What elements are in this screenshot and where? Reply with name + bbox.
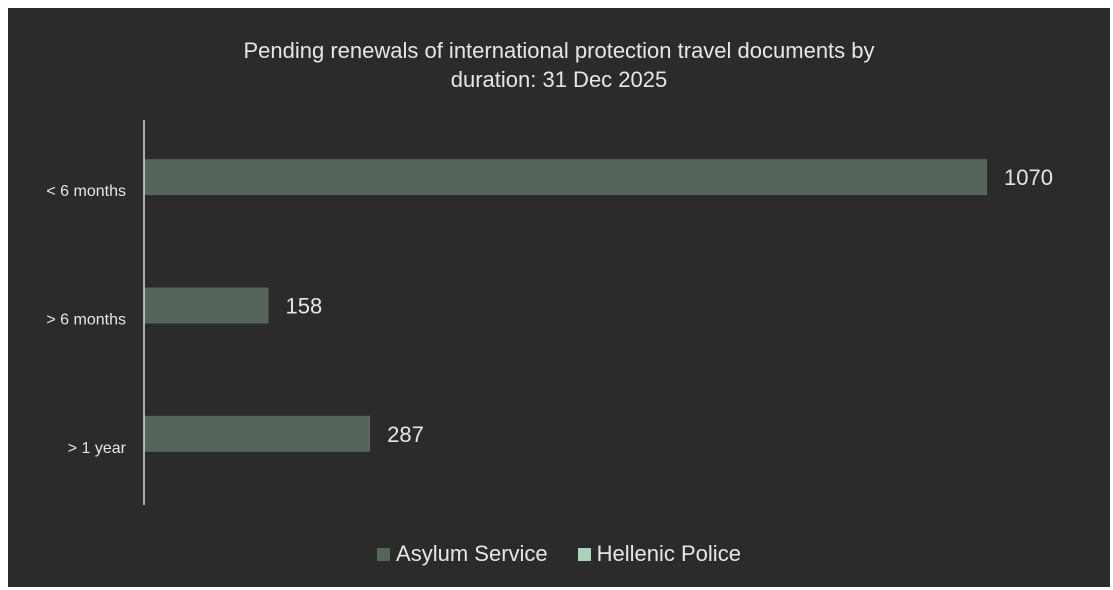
- legend-swatch-asylum-service: [377, 547, 391, 561]
- legend-label-hellenic-police: Hellenic Police: [596, 541, 741, 566]
- data-label-2: 287: [387, 422, 424, 447]
- legend-item-asylum-service: Asylum Service: [377, 541, 548, 567]
- category-label-1: > 6 months: [46, 312, 126, 329]
- legend-swatch-hellenic-police: [577, 547, 591, 561]
- legend-label-asylum-service: Asylum Service: [396, 541, 548, 566]
- category-label-0: < 6 months: [46, 183, 126, 200]
- bar-1: [144, 287, 269, 324]
- chart-area: Pending renewals of international protec…: [8, 8, 1110, 587]
- bar-2: [144, 415, 371, 452]
- data-label-0: 1070: [1004, 165, 1053, 190]
- chart-title-line-1: Pending renewals of international protec…: [243, 38, 875, 63]
- chart-title-line-2: duration: 31 Dec 2025: [450, 67, 668, 92]
- bar-plot: 1070 < 6 months 158 > 6 months 287 > 1 year: [46, 120, 1053, 505]
- category-label-2: > 1 year: [68, 440, 127, 457]
- chart-title: Pending renewals of international protec…: [8, 36, 1110, 94]
- bar-0: [144, 159, 987, 196]
- legend: Asylum Service Hellenic Police: [8, 541, 1110, 567]
- data-label-1: 158: [285, 294, 322, 319]
- legend-item-hellenic-police: Hellenic Police: [577, 541, 741, 567]
